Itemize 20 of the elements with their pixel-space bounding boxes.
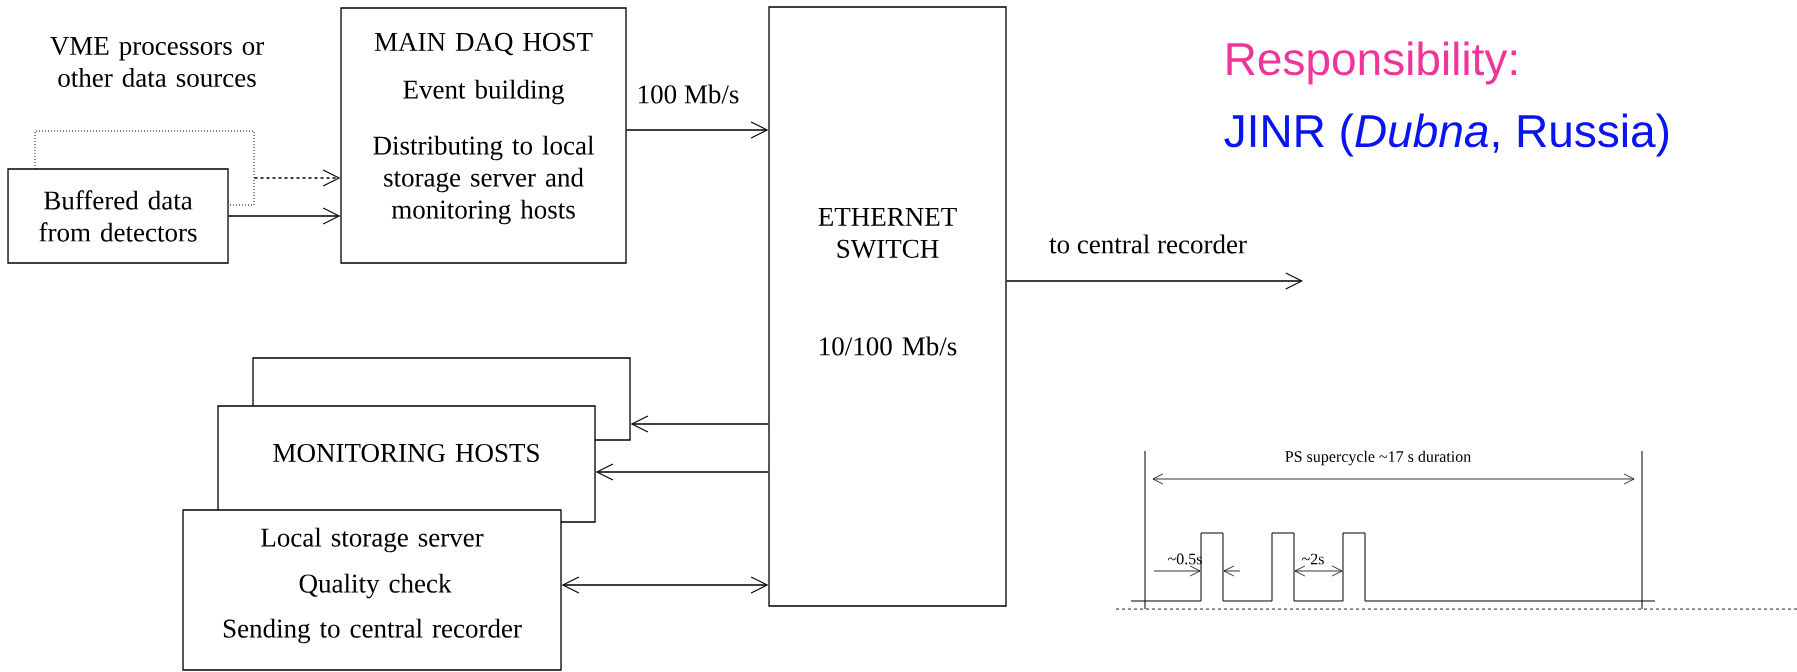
- arrow: [253, 169, 341, 187]
- arrow: [1006, 272, 1303, 290]
- arrow: [595, 463, 769, 481]
- arrow: [630, 415, 769, 433]
- dimension-label: ~0.5s: [1168, 553, 1202, 565]
- process-box: MAIN DAQ HOST Event building Distributing to local storage server and monitoring hosts: [340, 7, 627, 264]
- dimension-label: PS supercycle ~17 s duration: [1285, 450, 1471, 466]
- dimension-label: ~2s: [1302, 553, 1324, 565]
- arrow: [228, 207, 341, 225]
- process-box: MONITORING HOSTS: [217, 405, 596, 523]
- heading-text: Responsibility:: [1227, 41, 1516, 85]
- process-box: Buffered data from detectors: [7, 168, 229, 264]
- institute-text: JINR (Dubna, Russia): [1224, 113, 1669, 157]
- edge-label: to central recorder: [1047, 232, 1249, 256]
- edge-label: 100 Mb/s: [634, 82, 742, 106]
- process-box: Local storage server Quality check Sending to central recorder: [182, 509, 562, 671]
- switch-box: ETHERNET SWITCH 10/100 Mb/s: [768, 6, 1007, 607]
- arrow: [561, 576, 769, 594]
- arrow: [626, 121, 769, 139]
- node-label: VME processors or other data sources: [50, 37, 264, 87]
